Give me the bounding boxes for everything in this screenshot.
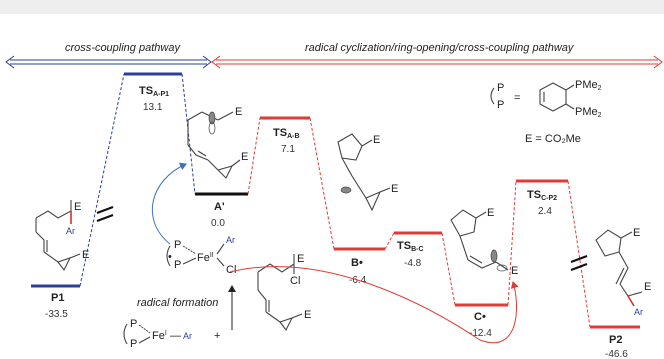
svg-text:FeII: FeII bbox=[197, 252, 214, 264]
label-P1: P1 bbox=[51, 292, 64, 304]
alkyl-chloride: E Cl E bbox=[257, 253, 311, 332]
svg-text:P: P bbox=[497, 82, 504, 94]
label-TSB-C: TSB-C bbox=[397, 240, 424, 253]
svg-text:—: — bbox=[170, 330, 181, 342]
svg-text:E: E bbox=[235, 106, 242, 118]
ester-definition: E = CO₂Me bbox=[525, 133, 581, 145]
fe-i-reagent: P P FeI — Ar + bbox=[123, 318, 220, 350]
svg-text:Cl: Cl bbox=[290, 275, 300, 287]
label-P2: P2 bbox=[609, 334, 622, 346]
svg-text:P: P bbox=[174, 259, 181, 271]
svg-text:P: P bbox=[130, 338, 137, 350]
connector-red bbox=[247, 117, 591, 328]
break-mark-left bbox=[96, 205, 114, 223]
fe-ii-complex: P P • FeII Ar Cl bbox=[166, 235, 236, 276]
molecule-A: E E bbox=[187, 106, 248, 179]
pathway-right-label: radical cyclization/ring-opening/cross-c… bbox=[305, 42, 575, 54]
svg-text:P: P bbox=[497, 99, 504, 111]
svg-text:PMe2: PMe2 bbox=[575, 106, 602, 119]
energy-A: 0.0 bbox=[211, 218, 225, 229]
top-bar bbox=[0, 0, 664, 14]
energy-P1: -33.5 bbox=[45, 309, 68, 320]
svg-text:P: P bbox=[174, 239, 181, 251]
radical-formation-label: radical formation bbox=[137, 297, 218, 309]
energy-TSA-P1: 13.1 bbox=[143, 102, 163, 113]
molecule-P1: E Ar E bbox=[35, 200, 89, 272]
svg-text:E: E bbox=[82, 249, 89, 261]
svg-text:Ar: Ar bbox=[226, 235, 235, 245]
energy-TSC-P2: 2.4 bbox=[538, 206, 552, 217]
svg-text:E: E bbox=[304, 309, 311, 321]
molecule-P2: E E Ar bbox=[595, 227, 651, 317]
pathway-left-arrow bbox=[5, 55, 212, 69]
svg-text:Cl: Cl bbox=[226, 264, 236, 276]
svg-text:E: E bbox=[391, 183, 398, 195]
energy-P2: -46.6 bbox=[605, 349, 628, 359]
label-TSC-P2: TSC-P2 bbox=[527, 189, 557, 202]
label-TSA-B: TSA-B bbox=[273, 127, 300, 140]
svg-text:E: E bbox=[373, 134, 380, 146]
energy-TSA-B: 7.1 bbox=[281, 144, 295, 155]
svg-text:•: • bbox=[168, 251, 172, 263]
svg-text:E: E bbox=[644, 281, 651, 293]
svg-text:E: E bbox=[487, 207, 494, 219]
pathway-right-arrow bbox=[211, 55, 663, 69]
svg-text:FeI: FeI bbox=[152, 330, 167, 342]
svg-text:E: E bbox=[511, 265, 518, 277]
energy-TSB-C: -4.8 bbox=[404, 258, 422, 269]
break-mark-right bbox=[570, 254, 588, 272]
svg-text:E: E bbox=[241, 151, 248, 163]
svg-text:Ar: Ar bbox=[66, 226, 75, 236]
label-B: B• bbox=[351, 257, 363, 269]
svg-text:Ar: Ar bbox=[634, 307, 643, 317]
label-TSA-P1: TSA-P1 bbox=[139, 85, 169, 98]
svg-text:E: E bbox=[74, 201, 81, 213]
pathway-left-label: cross-coupling pathway bbox=[65, 42, 181, 54]
molecule-B: E E bbox=[337, 133, 398, 212]
svg-text:+: + bbox=[214, 330, 220, 342]
molecule-C: E E bbox=[450, 207, 518, 277]
svg-text:PMe2: PMe2 bbox=[575, 79, 602, 92]
connector-blue bbox=[79, 73, 196, 287]
label-A: A' bbox=[214, 201, 225, 213]
svg-text:=: = bbox=[514, 92, 520, 104]
svg-text:E: E bbox=[633, 227, 640, 239]
svg-text:E: E bbox=[297, 253, 304, 265]
energy-C: -12.4 bbox=[469, 328, 492, 339]
red-curved-arrow bbox=[229, 266, 519, 344]
svg-text:Ar: Ar bbox=[183, 331, 192, 341]
label-C: C• bbox=[474, 311, 486, 323]
ligand-legend: P P = PMe2 PMe2 E = CO₂Me bbox=[490, 79, 602, 145]
svg-text:P: P bbox=[130, 318, 137, 330]
blue-curved-arrow bbox=[151, 162, 187, 245]
